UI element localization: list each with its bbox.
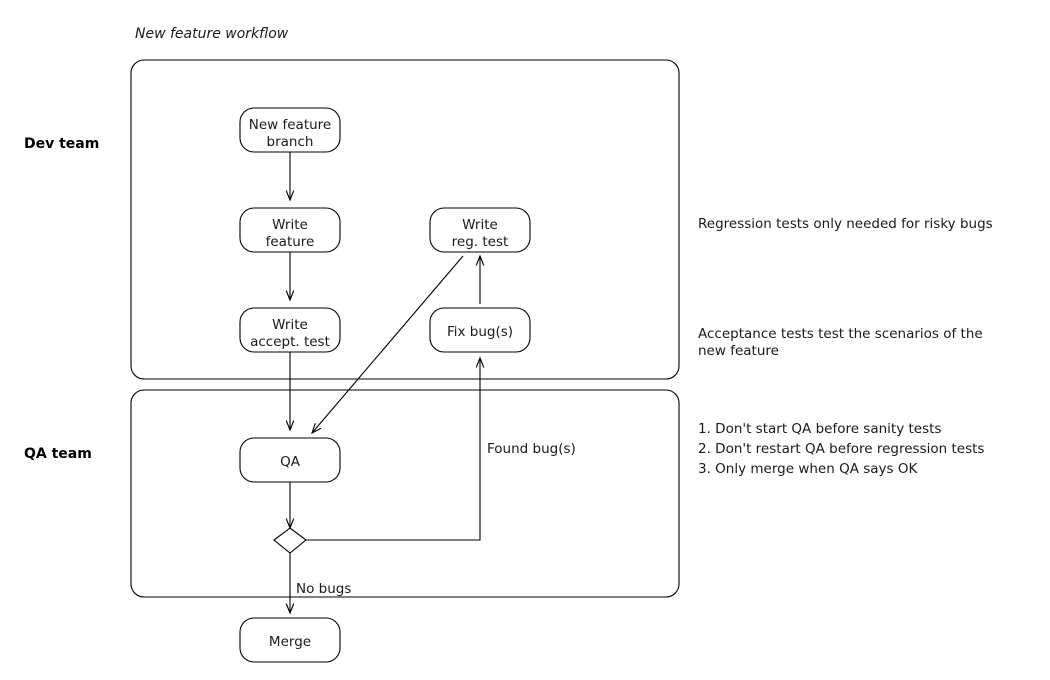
node-write-reg-test[interactable]: Write reg. test (429, 207, 531, 253)
node-new-feature-branch[interactable]: New feature branch (239, 107, 341, 153)
node-shape-new-feature-branch (239, 107, 341, 153)
node-shape-write-accept-test (239, 307, 341, 353)
node-fix-bugs[interactable]: Fix bug(s) (429, 307, 531, 353)
edge-found-bugs-to-fix-bugs (306, 358, 480, 541)
node-label-fix-bugs: Fix bug(s) (447, 324, 513, 340)
node-shape-write-reg-test (429, 207, 531, 253)
lane-label-dev-team: Dev team (24, 136, 99, 152)
node-label-write-reg-test-line2: reg. test (452, 234, 509, 250)
node-label-write-feature-line1: Write (272, 217, 308, 233)
edge-label-found-bugs: Found bug(s) (487, 441, 576, 457)
rule-item-1: 1. Don't start QA before sanity tests (698, 421, 941, 437)
note-acceptance-line1: Acceptance tests test the scenarios of t… (698, 326, 983, 342)
node-label-new-feature-branch-line1: New feature (249, 117, 331, 133)
note-regression-line1: Regression tests only needed for risky b… (698, 216, 993, 232)
lane-container-dev-team (130, 59, 680, 380)
node-merge[interactable]: Merge (239, 617, 341, 663)
node-label-merge: Merge (269, 634, 311, 650)
note-acceptance-line2: new feature (698, 343, 779, 359)
node-label-write-accept-test-line2: accept. test (250, 334, 330, 350)
rule-item-2: 2. Don't restart QA before regression te… (698, 441, 984, 457)
edge-label-no-bugs: No bugs (296, 581, 351, 597)
node-label-write-feature-line2: feature (266, 234, 315, 250)
node-label-write-reg-test-line1: Write (462, 217, 498, 233)
diagram-title: New feature workflow (135, 26, 289, 42)
lane-container-qa-team (130, 389, 680, 598)
lane-label-qa-team: QA team (24, 446, 92, 462)
node-shape-merge (239, 617, 341, 663)
node-write-accept-test[interactable]: Write accept. test (239, 307, 341, 353)
node-write-feature[interactable]: Write feature (239, 207, 341, 253)
node-label-new-feature-branch-line2: branch (267, 134, 314, 150)
node-shape-qa (239, 437, 341, 483)
node-label-write-accept-test-line1: Write (272, 317, 308, 333)
node-shape-write-feature (239, 207, 341, 253)
rule-item-3: 3. Only merge when QA says OK (698, 461, 918, 477)
edge-reg-test-to-qa (312, 255, 464, 433)
node-label-qa: QA (280, 454, 301, 470)
decision-diamond-qa-result (273, 527, 307, 554)
node-shape-fix-bugs (429, 307, 531, 353)
node-qa[interactable]: QA (239, 437, 341, 483)
